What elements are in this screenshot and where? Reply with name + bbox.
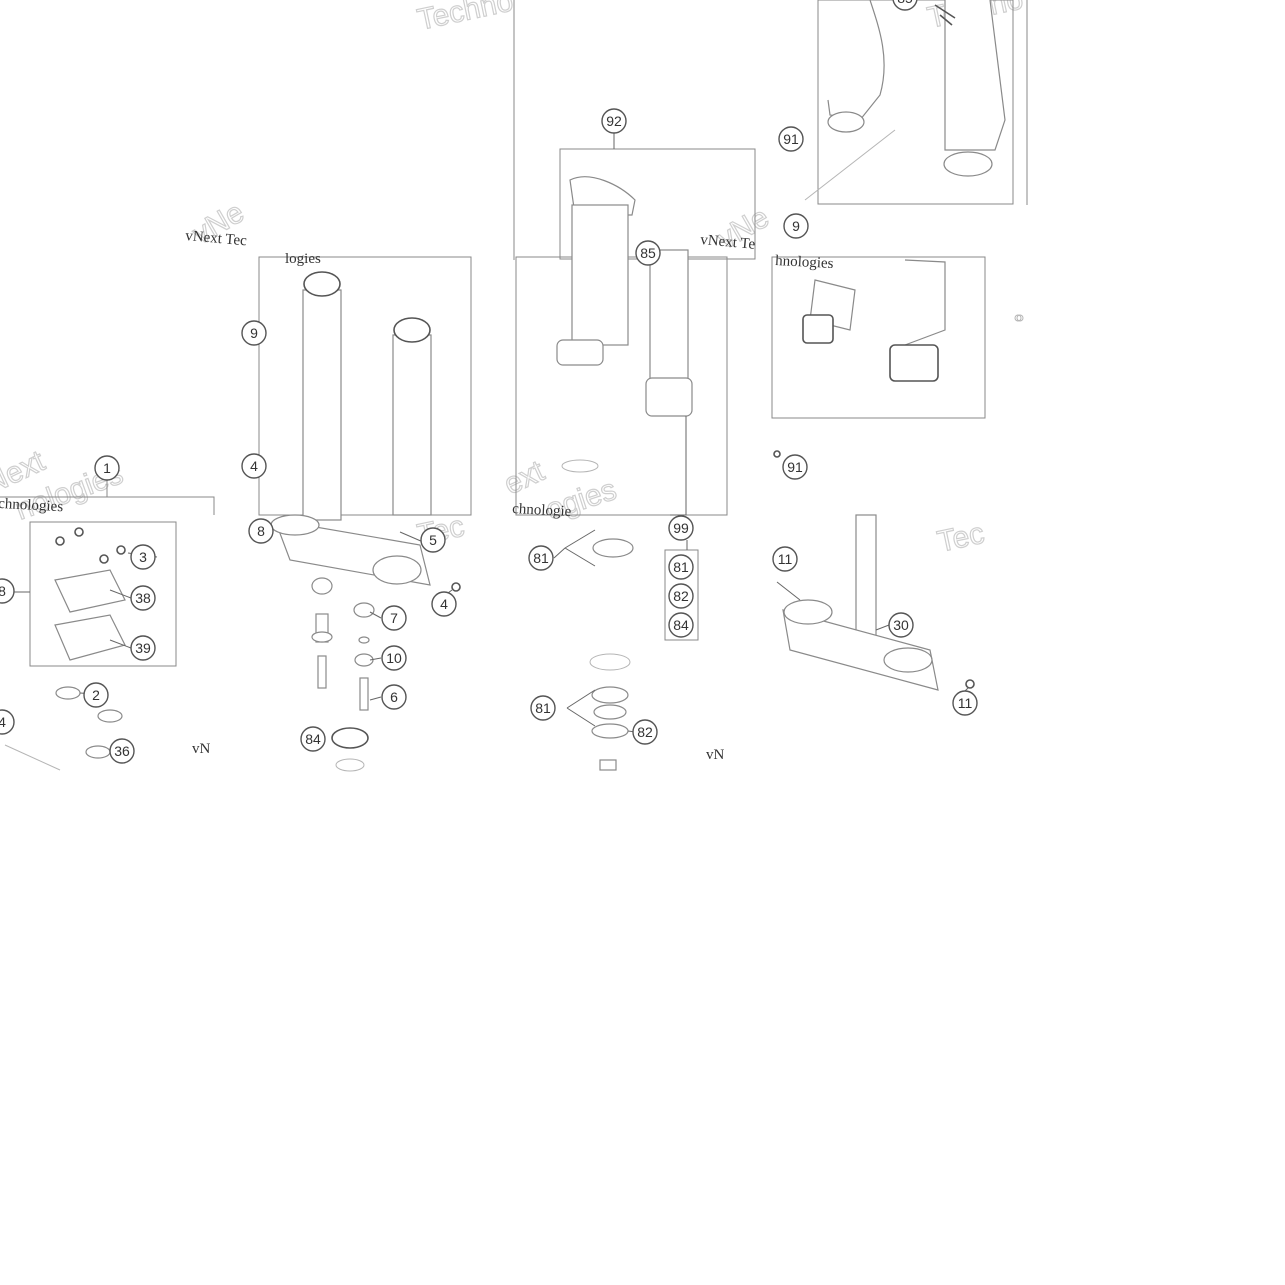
svg-text:2: 2 bbox=[92, 687, 100, 703]
svg-text:1: 1 bbox=[103, 460, 111, 476]
callout: 4 bbox=[0, 709, 15, 735]
handlebar-clamp-group bbox=[4, 527, 126, 771]
callout: 91 bbox=[782, 454, 808, 480]
callout: 11 bbox=[772, 546, 798, 572]
svg-text:36: 36 bbox=[114, 743, 130, 759]
callout: 6 bbox=[381, 684, 407, 710]
svg-text:4: 4 bbox=[440, 596, 448, 612]
callout: 82 bbox=[632, 719, 658, 745]
callout: 91 bbox=[778, 126, 804, 152]
callout: 8 bbox=[0, 578, 15, 604]
svg-text:11: 11 bbox=[958, 695, 973, 711]
blank-area bbox=[0, 772, 1285, 1285]
svg-text:9: 9 bbox=[250, 325, 258, 341]
watermark-text: logies bbox=[285, 251, 321, 267]
callout: 84 bbox=[300, 726, 326, 752]
svg-text:82: 82 bbox=[673, 588, 689, 604]
watermark-text: hnologies bbox=[775, 253, 834, 272]
callout: 81 bbox=[530, 695, 556, 721]
svg-text:85: 85 bbox=[640, 245, 656, 261]
callout: 81 bbox=[668, 554, 694, 580]
watermark-small-group: vNext Tec logies vNext Te hnologies chno… bbox=[0, 228, 834, 763]
callout: 1 bbox=[94, 455, 120, 481]
callout: 99 bbox=[668, 515, 694, 541]
svg-text:85: 85 bbox=[897, 0, 913, 6]
svg-text:82: 82 bbox=[637, 724, 653, 740]
callout: 81 bbox=[528, 545, 554, 571]
fork-tubes-panel-left bbox=[302, 271, 432, 521]
callout-group: 92 85 91 9 85 1 3 38 39 8 2 36 4 9 4 8 5… bbox=[0, 0, 978, 764]
watermark-text: chnologies bbox=[0, 496, 64, 515]
callout: 92 bbox=[601, 108, 627, 134]
svg-text:30: 30 bbox=[893, 617, 909, 633]
callout: 36 bbox=[109, 738, 135, 764]
callout: 2 bbox=[83, 682, 109, 708]
callout: 7 bbox=[381, 605, 407, 631]
svg-text:39: 39 bbox=[135, 640, 151, 656]
svg-text:84: 84 bbox=[305, 731, 321, 747]
svg-text:81: 81 bbox=[535, 700, 551, 716]
fork-leg-top-right bbox=[804, 0, 1006, 201]
watermark-text: vNext Tec bbox=[185, 228, 248, 249]
callout: 38 bbox=[130, 585, 156, 611]
blank-area-right bbox=[1033, 0, 1285, 772]
svg-text:91: 91 bbox=[787, 459, 803, 475]
callout: 5 bbox=[420, 527, 446, 553]
svg-text:81: 81 bbox=[533, 550, 549, 566]
callout: 9 bbox=[783, 213, 809, 239]
callout: 8 bbox=[248, 518, 274, 544]
svg-text:4: 4 bbox=[250, 458, 258, 474]
svg-text:8: 8 bbox=[257, 523, 265, 539]
callout: 11 bbox=[952, 690, 978, 716]
svg-text:91: 91 bbox=[783, 131, 799, 147]
svg-text:38: 38 bbox=[135, 590, 151, 606]
callout: 4 bbox=[241, 453, 267, 479]
callout: 85 bbox=[635, 240, 661, 266]
svg-text:7: 7 bbox=[390, 610, 398, 626]
watermark-text: chnologie bbox=[512, 501, 572, 520]
callout: 82 bbox=[668, 583, 694, 609]
watermark-text: vNext Te bbox=[700, 232, 756, 253]
svg-text:6: 6 bbox=[390, 689, 398, 705]
watermark-large: Tec bbox=[935, 517, 988, 559]
svg-text:84: 84 bbox=[673, 617, 689, 633]
callout: 84 bbox=[668, 612, 694, 638]
callout: 10 bbox=[381, 645, 407, 671]
svg-text:99: 99 bbox=[673, 520, 689, 536]
watermark-large: Techno bbox=[415, 0, 516, 37]
svg-text:4: 4 bbox=[0, 714, 6, 730]
svg-text:5: 5 bbox=[429, 532, 437, 548]
svg-text:3: 3 bbox=[139, 549, 147, 565]
callout: 30 bbox=[888, 612, 914, 638]
svg-text:10: 10 bbox=[386, 650, 402, 666]
triple-clamp-center-left bbox=[270, 514, 461, 772]
svg-text:11: 11 bbox=[778, 551, 793, 567]
bottom-triple-clamp bbox=[773, 450, 975, 691]
bearing-column bbox=[553, 529, 634, 771]
callout: 4 bbox=[431, 591, 457, 617]
callout: 9 bbox=[241, 320, 267, 346]
clamp-panel-right bbox=[802, 259, 1022, 382]
watermark-text: vN bbox=[706, 747, 725, 763]
svg-text:8: 8 bbox=[0, 583, 6, 599]
callout: 39 bbox=[130, 635, 156, 661]
svg-text:9: 9 bbox=[792, 218, 800, 234]
fork-tubes-panel-92 bbox=[556, 176, 693, 516]
callout: 3 bbox=[130, 544, 156, 570]
svg-text:81: 81 bbox=[673, 559, 689, 575]
svg-text:92: 92 bbox=[606, 113, 622, 129]
watermark-text: vN bbox=[192, 741, 211, 757]
callout: 85 bbox=[892, 0, 918, 11]
